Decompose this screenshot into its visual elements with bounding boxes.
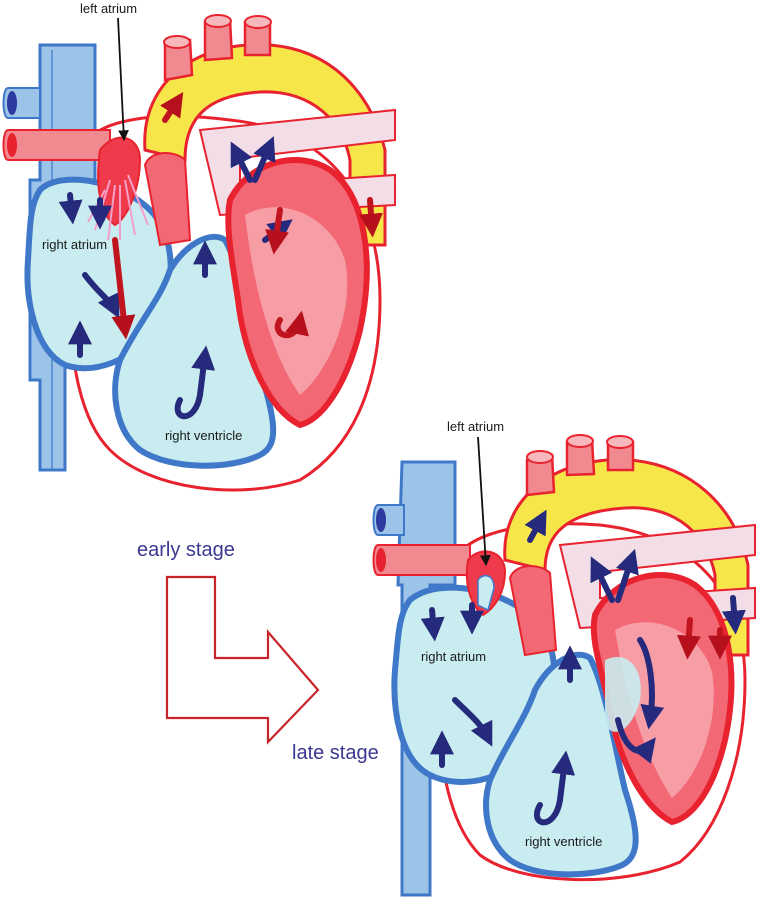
late-stage-label: late stage	[292, 742, 379, 764]
late-right-ventricle-label: right ventricle	[525, 834, 602, 849]
early-heart	[2, 14, 396, 492]
early-left-atrium-leader	[117, 17, 129, 142]
early-stage-label: early stage	[137, 539, 235, 561]
aorta-arch	[143, 43, 387, 247]
aorta-arch-late	[503, 458, 750, 657]
late-flow-arrows	[420, 509, 746, 826]
early-right-ventricle-label: right ventricle	[165, 428, 242, 443]
early-left-atrium-label: left atrium	[80, 1, 137, 16]
early-red-arrows	[111, 91, 383, 340]
pulmonary-vessel-red	[2, 129, 111, 161]
late-left-atrium-label: left atrium	[447, 419, 504, 434]
late-right-atrium-label: right atrium	[421, 649, 486, 664]
late-red-arrows	[676, 617, 732, 660]
early-right-atrium-label: right atrium	[42, 237, 107, 252]
late-left-atrium-leader	[477, 436, 491, 567]
early-flow-arrows	[58, 136, 293, 420]
stage-transition-arrow	[165, 575, 320, 745]
late-heart	[372, 434, 756, 897]
